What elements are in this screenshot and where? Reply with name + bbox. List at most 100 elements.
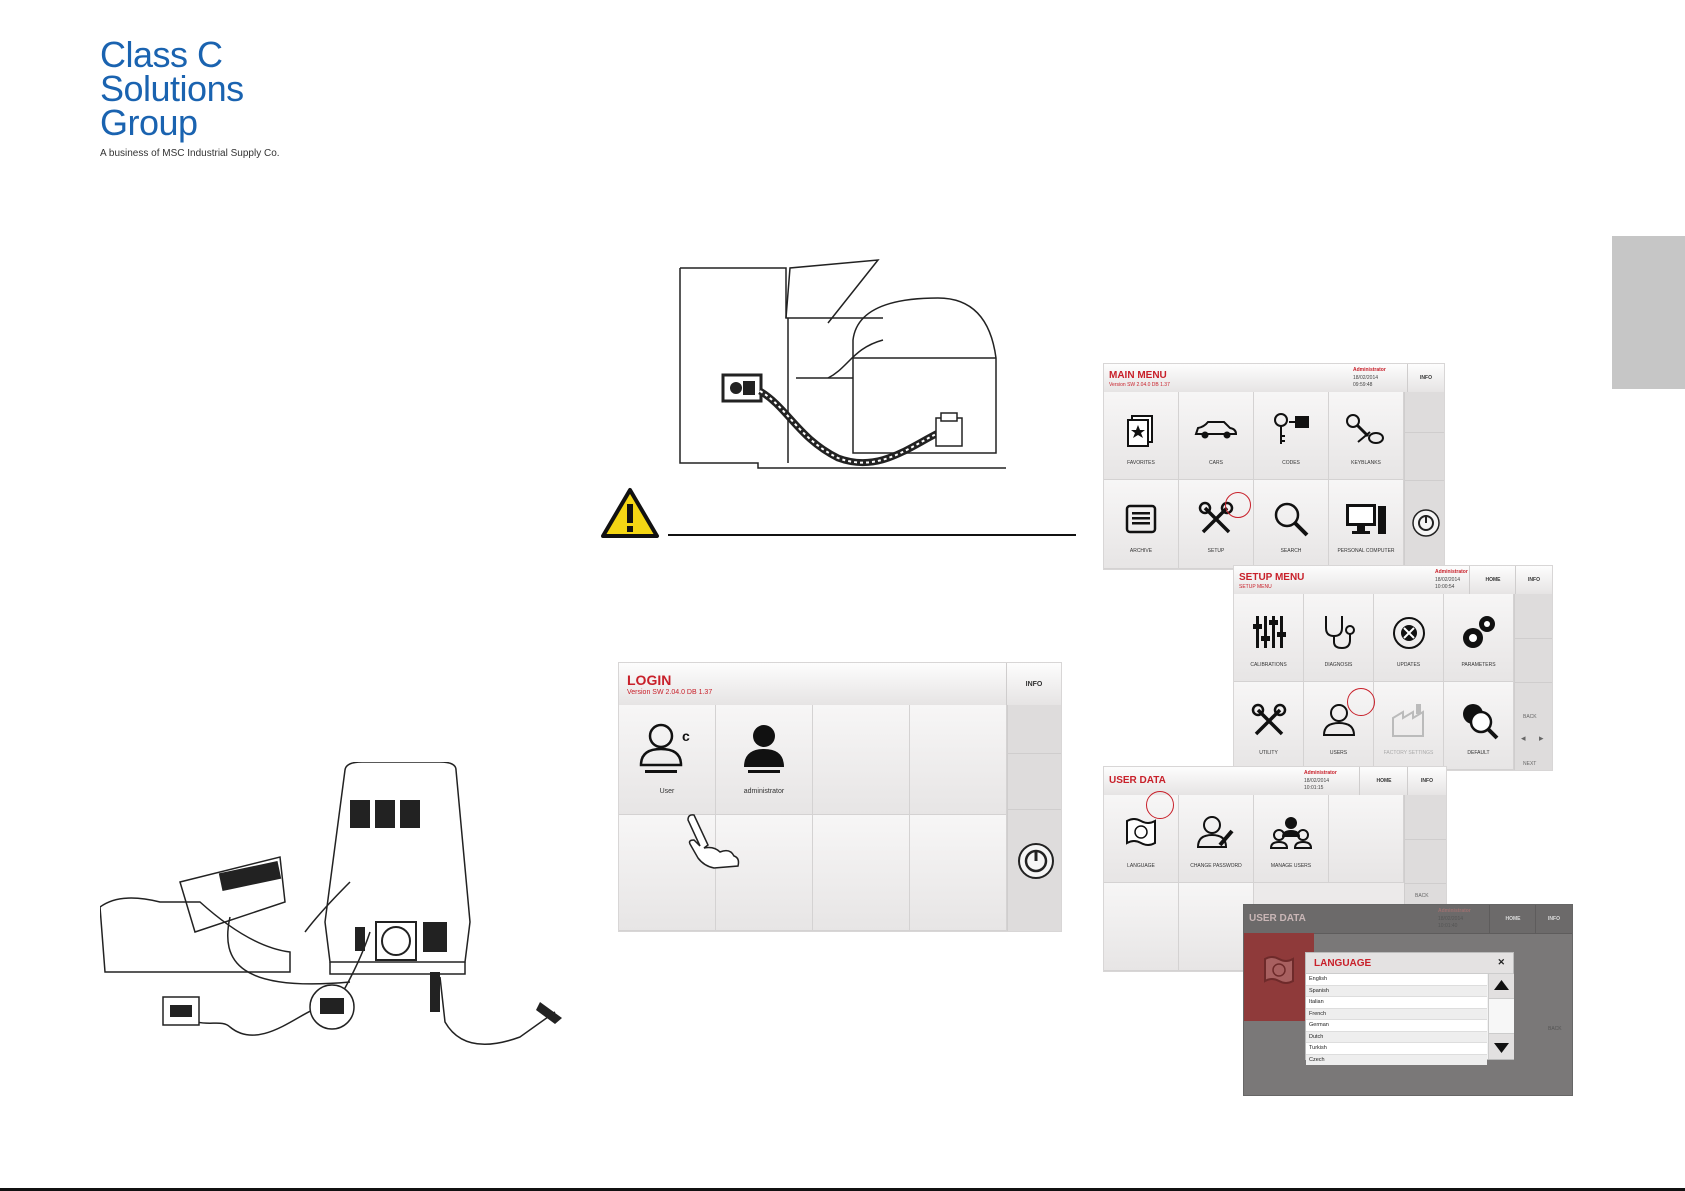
language-option[interactable]: Czech — [1306, 1054, 1487, 1065]
main-favorites-tile[interactable]: FAVORITES — [1104, 392, 1179, 480]
setup-factory-tile[interactable]: FACTORY SETTINGS — [1374, 682, 1444, 770]
login-info-button[interactable]: INFO — [1006, 663, 1061, 705]
login-user-label: User — [659, 788, 675, 795]
page-bottom-rule — [0, 1188, 1685, 1191]
user-data-manage-users-tile[interactable]: MANAGE USERS — [1254, 795, 1329, 883]
language-icon — [1264, 956, 1294, 984]
setup-factory-label: FACTORY SETTINGS — [1383, 750, 1434, 756]
setup-default-tile[interactable]: DEFAULT — [1444, 682, 1514, 770]
login-admin-tile[interactable]: administrator — [716, 705, 813, 815]
brand-tagline: A business of MSC Industrial Supply Co. — [100, 148, 280, 159]
main-archive-tile[interactable]: ARCHIVE — [1104, 480, 1179, 569]
language-screen-info-button[interactable]: INFO — [1535, 905, 1572, 933]
user-data-empty-tile — [1329, 795, 1404, 883]
brand-logo: Class C Solutions Group — [100, 34, 244, 143]
main-menu-info-button[interactable]: INFO — [1407, 364, 1444, 392]
user-data-home-button[interactable]: HOME — [1359, 767, 1408, 795]
language-screen-back-button[interactable]: BACK — [1548, 1026, 1562, 1032]
setup-back-button[interactable]: BACK — [1523, 714, 1537, 720]
setup-menu-home-button[interactable]: HOME — [1469, 566, 1516, 594]
setup-menu-user: Administrator — [1435, 569, 1468, 575]
setup-menu-date: 18/02/2014 — [1435, 577, 1461, 583]
power-icon[interactable] — [1411, 508, 1441, 538]
search-icon — [1274, 502, 1309, 537]
setup-parameters-label: PARAMETERS — [1461, 662, 1496, 668]
language-option[interactable]: French — [1306, 1008, 1487, 1020]
language-screen-time: 10:01:40 — [1438, 923, 1458, 929]
language-dialog: LANGUAGE ✕ English Spanish Italian Frenc… — [1305, 952, 1514, 1065]
main-menu-version: Version SW 2.04.0 DB 1.37 — [1109, 382, 1170, 388]
login-empty-tile — [716, 815, 813, 931]
login-empty-tile — [910, 815, 1007, 931]
main-codes-label: CODES — [1282, 460, 1300, 466]
arrow-right-icon[interactable]: ▸ — [1539, 733, 1544, 743]
main-keyblanks-tile[interactable]: KEYBLANKS — [1329, 392, 1404, 480]
main-menu-date: 18/02/2014 — [1353, 375, 1379, 381]
setup-updates-tile[interactable]: UPDATES — [1374, 594, 1444, 682]
keyblanks-icon — [1346, 414, 1384, 444]
user-data-title: USER DATA — [1109, 775, 1166, 786]
language-list: English Spanish Italian French German Du… — [1306, 974, 1487, 1065]
user-data-language-tile[interactable]: LANGUAGE — [1104, 795, 1179, 883]
login-side-panel — [1007, 705, 1061, 931]
main-favorites-label: FAVORITES — [1127, 460, 1155, 466]
user-data-back-button[interactable]: BACK — [1415, 893, 1429, 899]
setup-menu-time: 10:00:54 — [1435, 584, 1455, 590]
main-cars-tile[interactable]: CARS — [1179, 392, 1254, 480]
car-icon — [1194, 421, 1238, 439]
language-screen-date: 18/02/2014 — [1438, 916, 1464, 922]
main-computer-tile[interactable]: PERSONAL COMPUTER — [1329, 480, 1404, 569]
codes-icon — [1274, 413, 1309, 444]
language-option[interactable]: English — [1306, 974, 1487, 986]
language-option[interactable]: Spanish — [1306, 985, 1487, 997]
side-segment — [1405, 839, 1446, 884]
language-scrollbar[interactable] — [1488, 974, 1514, 1059]
language-option[interactable]: Italian — [1306, 997, 1487, 1009]
side-segment — [1515, 594, 1552, 639]
main-search-label: SEARCH — [1280, 548, 1302, 554]
users-icon — [1322, 704, 1355, 736]
login-empty-tile — [910, 705, 1007, 815]
side-segment — [1405, 795, 1446, 840]
user-data-empty-tile — [1179, 883, 1254, 971]
login-user-tile[interactable]: c User — [619, 705, 716, 815]
language-screen-home-button[interactable]: HOME — [1489, 905, 1536, 933]
factory-icon — [1391, 704, 1424, 737]
computer-icon — [1346, 504, 1386, 534]
setup-menu-screen: SETUP MENU SETUP MENU Administrator 18/0… — [1233, 565, 1553, 771]
main-menu-title: MAIN MENU — [1109, 370, 1167, 381]
language-icon — [1126, 818, 1156, 846]
arrow-down-icon[interactable] — [1493, 1042, 1510, 1054]
rear-connections-illustration — [100, 762, 562, 1045]
setup-diagnosis-tile[interactable]: DIAGNOSIS — [1304, 594, 1374, 682]
language-option[interactable]: German — [1306, 1020, 1487, 1032]
user-data-info-button[interactable]: INFO — [1407, 767, 1446, 795]
power-icon[interactable] — [1016, 841, 1056, 881]
language-option[interactable]: Turkish — [1306, 1043, 1487, 1055]
arrow-up-icon[interactable] — [1493, 979, 1510, 991]
setup-calibrations-tile[interactable]: CALIBRATIONS — [1234, 594, 1304, 682]
user-data-password-label: CHANGE PASSWORD — [1190, 863, 1242, 869]
setup-menu-info-button[interactable]: INFO — [1515, 566, 1552, 594]
close-icon[interactable]: ✕ — [1497, 957, 1505, 967]
user-data-language-label: LANGUAGE — [1127, 863, 1155, 869]
archive-icon — [1125, 504, 1157, 534]
main-cars-label: CARS — [1209, 460, 1223, 466]
language-option[interactable]: Dutch — [1306, 1031, 1487, 1043]
setup-menu-subtitle: SETUP MENU — [1239, 584, 1272, 590]
user-data-password-tile[interactable]: CHANGE PASSWORD — [1179, 795, 1254, 883]
brand-line-1: Class C — [100, 34, 223, 75]
main-codes-tile[interactable]: CODES — [1254, 392, 1329, 480]
setup-next-button[interactable]: NEXT — [1523, 761, 1537, 767]
main-setup-label: SETUP — [1207, 548, 1225, 554]
warning-rule — [668, 534, 1076, 536]
setup-utility-tile[interactable]: UTILITY — [1234, 682, 1304, 770]
main-search-tile[interactable]: SEARCH — [1254, 480, 1329, 569]
scroll-thumb[interactable] — [1489, 998, 1514, 1034]
admin-icon — [744, 725, 784, 773]
login-title: LOGIN — [627, 672, 672, 688]
brand-line-3: Group — [100, 102, 198, 143]
arrow-left-icon[interactable]: ◂ — [1521, 733, 1526, 743]
setup-parameters-tile[interactable]: PARAMETERS — [1444, 594, 1514, 682]
printer-connection-illustration — [679, 259, 1006, 469]
